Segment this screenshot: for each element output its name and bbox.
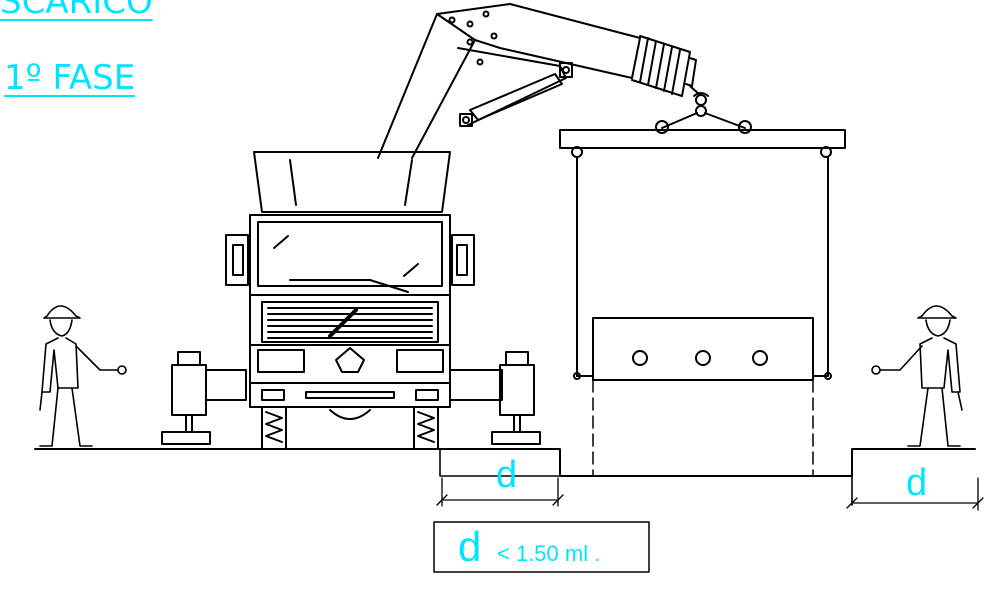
- dimension-right: [846, 477, 984, 511]
- dimension-right-label: d: [906, 462, 927, 504]
- title-fase: 1º FASE: [4, 58, 136, 98]
- suspended-load: [559, 129, 846, 477]
- outrigger-left: [161, 351, 247, 445]
- note-box: d < 1.50 ml .: [433, 521, 650, 573]
- truck-front: [225, 151, 475, 449]
- dimension-left: [436, 477, 564, 507]
- outrigger-right: [449, 351, 541, 445]
- dimension-left-label: d: [496, 454, 517, 496]
- title-scarico: SCARICO: [0, 0, 153, 22]
- worker-right: [871, 305, 963, 447]
- ground-profile: [34, 448, 976, 506]
- note-letter: d: [458, 523, 481, 570]
- crane-boom: [377, 3, 752, 159]
- worker-left: [39, 305, 127, 447]
- note-text: < 1.50 ml .: [497, 541, 600, 566]
